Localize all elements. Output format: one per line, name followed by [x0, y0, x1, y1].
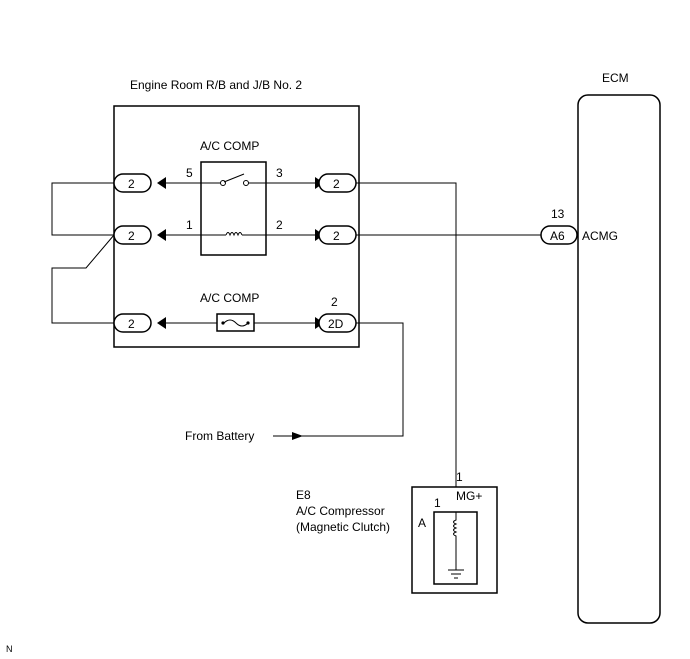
- compressor-pin-outer: 1: [456, 470, 463, 484]
- battery-arrow-icon: [292, 432, 303, 440]
- wire-left-loop-lower: [51, 234, 115, 324]
- relay-pin-1: 1: [186, 218, 193, 232]
- connector-right-mid-label: 2: [333, 229, 340, 243]
- connector-left-bot-label: 2: [128, 317, 135, 331]
- compressor-code: E8: [296, 488, 311, 502]
- relay-coil-icon: [225, 232, 243, 237]
- compressor-connector-label: A: [418, 516, 426, 530]
- fuse-label: A/C COMP: [200, 291, 259, 305]
- wire-left-loop-upper: [51, 182, 114, 236]
- connector-left-top-label: 2: [128, 177, 135, 191]
- relay-switch-arm: [223, 173, 245, 183]
- arrow-left-mid-icon: [157, 229, 166, 241]
- connector-right-top-label: 2: [333, 177, 340, 191]
- wire-battery: [300, 322, 404, 437]
- connector-ecm-a6-label: A6: [550, 229, 565, 243]
- arrow-left-top-icon: [157, 177, 166, 189]
- junction-block-outline: [113, 105, 360, 348]
- relay-box: [200, 161, 267, 256]
- magnetic-clutch-coil-icon: [453, 512, 458, 570]
- connector-right-bot-label: 2D: [328, 317, 344, 331]
- compressor-name: A/C Compressor: [296, 504, 385, 518]
- ecm-pin-number: 13: [551, 207, 565, 221]
- battery-label: From Battery: [185, 429, 254, 443]
- ecm-title: ECM: [602, 71, 629, 85]
- compressor-pin-inner: 1: [434, 496, 441, 510]
- connector-ecm-a6: [540, 225, 578, 245]
- relay-switch-contact-right: [243, 180, 249, 186]
- relay-pin-3: 3: [276, 166, 283, 180]
- footer-mark: N: [6, 644, 13, 654]
- compressor-terminal: MG+: [456, 489, 482, 503]
- ecm-terminal-label: ACMG: [582, 229, 618, 243]
- compressor-box: [411, 486, 498, 594]
- fuse-terminal-right: [246, 321, 250, 325]
- relay-label: A/C COMP: [200, 139, 259, 153]
- relay-switch-contact-left: [220, 180, 226, 186]
- compressor-sub: (Magnetic Clutch): [296, 520, 390, 534]
- fuse-icon: [223, 319, 249, 327]
- fuse-pin: 2: [331, 295, 338, 309]
- wire-relay-to-compressor: [356, 182, 457, 487]
- junction-block-title: Engine Room R/B and J/B No. 2: [130, 78, 302, 92]
- connector-left-mid-label: 2: [128, 229, 135, 243]
- arrow-left-bot-icon: [157, 317, 166, 329]
- relay-pin-2: 2: [276, 218, 283, 232]
- fuse-terminal-left: [221, 321, 225, 325]
- ecm-outline: [577, 94, 661, 624]
- relay-pin-5: 5: [186, 166, 193, 180]
